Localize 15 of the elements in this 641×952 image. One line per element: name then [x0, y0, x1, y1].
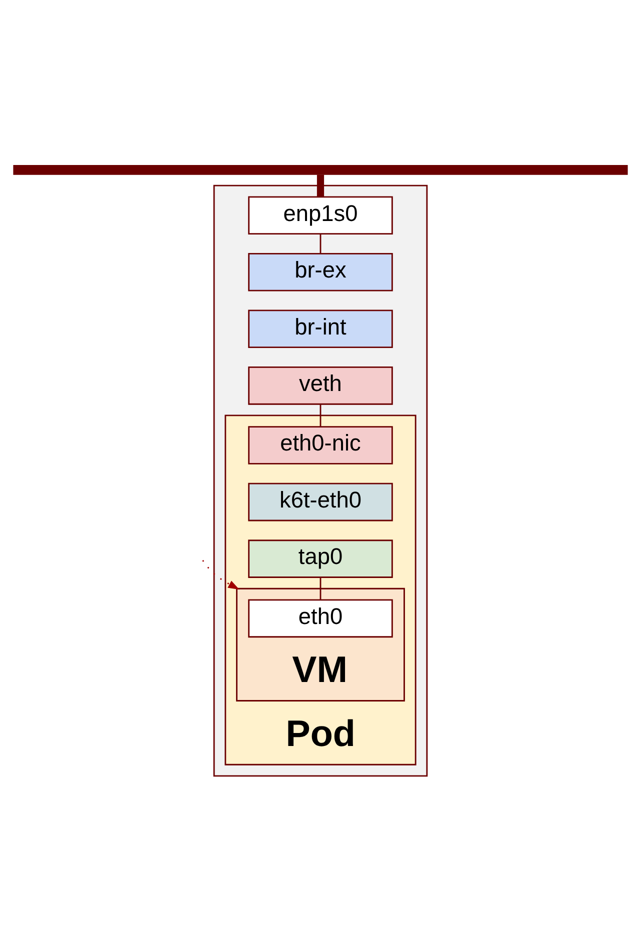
node-box: br-int: [248, 309, 393, 348]
node-box: veth: [248, 366, 393, 404]
node-bar: [13, 164, 628, 174]
connector: [320, 577, 322, 600]
connector: [320, 233, 322, 254]
node-box: enp1s0: [248, 196, 393, 234]
node-box: k6t-eth0: [248, 482, 393, 521]
arrow: [202, 559, 240, 590]
node-box: tap0: [248, 539, 393, 578]
node-box: eth0-nic: [248, 426, 393, 464]
node-box: eth0: [248, 598, 393, 638]
node-box: br-ex: [248, 252, 393, 291]
cluster: [213, 184, 428, 776]
connector: [320, 404, 322, 426]
connector: [316, 174, 324, 196]
